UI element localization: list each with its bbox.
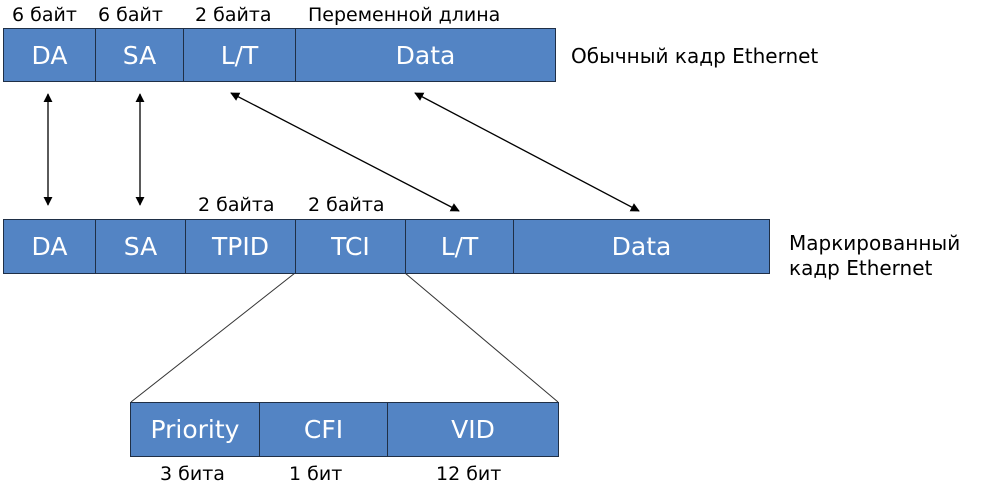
ethernet-frame-caption: Обычный кадр Ethernet	[571, 44, 819, 68]
size-label-lt: 2 байта	[195, 4, 272, 26]
size-label-tpid: 2 байта	[198, 194, 275, 216]
size-label-cfi: 1 бит	[289, 463, 343, 485]
tagged-field-tci: TCI	[295, 219, 406, 274]
tagged-field-data: Data	[513, 219, 770, 274]
tci-field-cfi: CFI	[259, 402, 388, 457]
tci-field-vid: VID	[387, 402, 559, 457]
field-data: Data	[295, 28, 556, 82]
tagged-field-sa: SA	[95, 219, 186, 274]
size-label-priority: 3 бита	[160, 463, 225, 485]
size-label-tci: 2 байта	[308, 194, 385, 216]
size-label-vid: 12 бит	[436, 463, 502, 485]
field-lt: L/T	[183, 28, 296, 82]
data-mapping-arrow	[414, 92, 640, 212]
size-label-data: Переменной длина	[308, 4, 501, 26]
tci-expand-right-line	[404, 272, 559, 403]
tci-field-priority: Priority	[130, 402, 260, 457]
tci-expand-left-line	[130, 272, 296, 403]
field-sa: SA	[95, 28, 184, 82]
tagged-frame-caption-line2: кадр Ethernet	[789, 256, 933, 280]
size-label-da: 6 байт	[12, 4, 77, 26]
tagged-field-da: DA	[3, 219, 96, 274]
size-label-sa: 6 байт	[98, 4, 163, 26]
tagged-frame-caption-line1: Маркированный	[789, 231, 961, 255]
tagged-field-tpid: TPID	[185, 219, 296, 274]
tagged-field-lt: L/T	[405, 219, 514, 274]
field-da: DA	[3, 28, 96, 82]
